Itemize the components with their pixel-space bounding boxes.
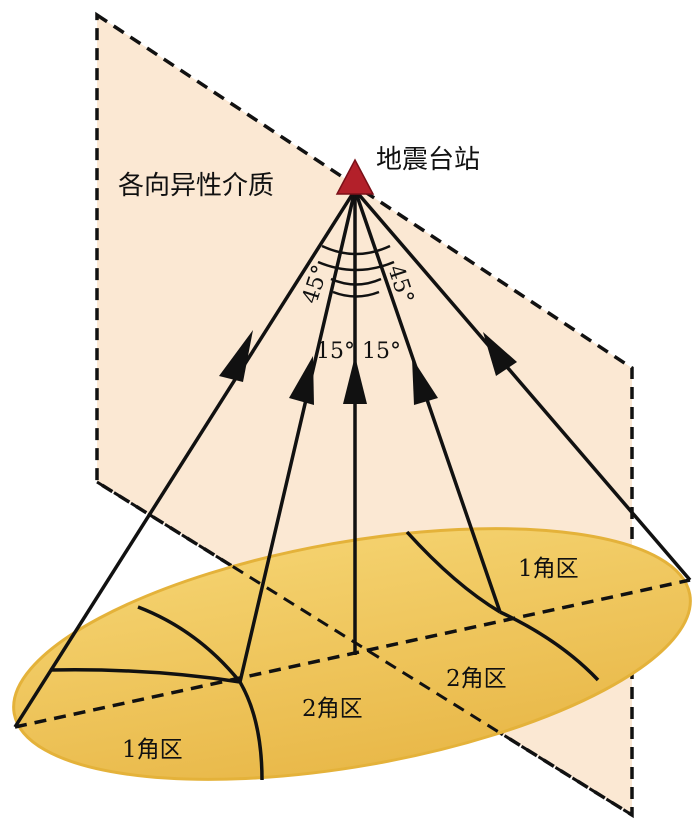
- arrow-right: [412, 358, 438, 405]
- label-angle-center-right-15: 15°: [362, 339, 401, 364]
- arrow-left: [289, 356, 314, 405]
- arc-inner-upper: [330, 277, 382, 286]
- seismic-station-marker: [335, 158, 375, 195]
- label-anisotropic-medium: 各向异性介质: [118, 171, 274, 201]
- ray-arrowheads: [219, 330, 517, 405]
- label-station: 地震台站: [376, 145, 480, 175]
- zone-boundary-left-lower: [49, 668, 264, 781]
- label-zone2-center: 2角区: [302, 696, 363, 722]
- arrow-far-right: [483, 332, 517, 376]
- zone-boundary-left: [137, 605, 242, 684]
- ellipse-axis-line: [14, 578, 691, 729]
- arc-outer-upper: [321, 244, 391, 256]
- label-angle-center-left-15: 15°: [316, 339, 355, 364]
- ray-far-left: [13, 189, 357, 728]
- angle-arcs: [317, 244, 395, 298]
- arrow-far-left: [219, 330, 253, 382]
- arc-inner-lower: [332, 290, 380, 298]
- label-zone1-right: 1角区: [518, 556, 579, 582]
- zone-boundary-right-lower: [499, 610, 600, 682]
- label-zone1-left: 1角区: [122, 737, 183, 763]
- zone-boundary-right: [405, 530, 501, 614]
- arc-outer-lower: [317, 260, 395, 272]
- label-zone2-right: 2角区: [446, 666, 507, 692]
- arrow-center: [343, 356, 367, 404]
- ellipse-cross-line: [96, 480, 633, 817]
- ray-left: [238, 189, 357, 683]
- ray-far-right: [353, 188, 692, 582]
